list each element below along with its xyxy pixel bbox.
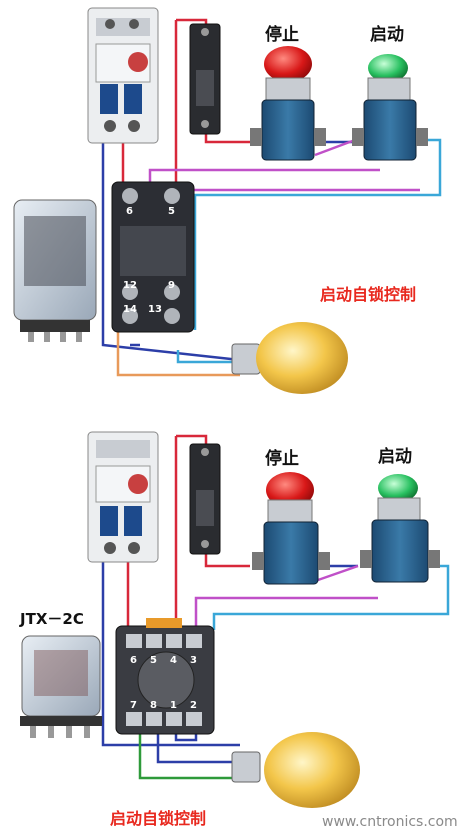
top-panel: 停止 启动 <box>13 7 442 394</box>
wire-green <box>138 725 240 780</box>
wire-red <box>204 552 250 568</box>
bottom-caption: 启动自锁控制 <box>110 809 206 828</box>
top-relay <box>13 199 97 342</box>
wire-magenta <box>314 138 356 157</box>
terminal-label: 9 <box>168 280 175 291</box>
terminal-label: 6 <box>126 206 133 217</box>
wire-cyan <box>193 138 442 330</box>
wire-blue <box>156 725 238 764</box>
bottom-socket-terminals-bottom: 7 8 1 2 <box>126 700 202 726</box>
wire-magenta <box>194 596 378 630</box>
wire-blue <box>101 560 240 747</box>
terminal-label: 7 <box>130 700 137 711</box>
wire-magenta <box>170 188 420 290</box>
terminal-label: 12 <box>123 280 137 291</box>
bottom-socket-terminals-top: 6 5 4 3 <box>126 634 202 666</box>
relay-model-label: JTX－2C <box>19 610 84 628</box>
top-fuse <box>189 23 221 135</box>
terminal-label: 3 <box>190 655 197 666</box>
bottom-stop-button: 停止 <box>252 448 330 585</box>
bottom-circuit-breaker <box>87 431 159 563</box>
terminal-label: 5 <box>150 655 157 666</box>
wire-cyan <box>212 564 450 630</box>
top-caption: 启动自锁控制 <box>320 285 416 304</box>
watermark: www.cntronics.com <box>322 814 458 830</box>
top-light-bulb <box>231 322 348 394</box>
bottom-relay: JTX－2C <box>19 610 102 738</box>
start-label: 启动 <box>378 446 412 467</box>
terminal-label: 14 <box>123 304 137 315</box>
terminal-label: 8 <box>150 700 157 711</box>
terminal-label: 6 <box>130 655 137 666</box>
wire-magenta <box>317 564 359 582</box>
wire-blue <box>101 140 241 362</box>
terminal-label: 5 <box>168 206 175 217</box>
bottom-fuse <box>189 443 221 555</box>
bottom-light-bulb <box>231 732 360 808</box>
terminal-label: 13 <box>148 304 162 315</box>
bottom-start-button: 启动 <box>360 446 440 583</box>
terminal-label: 4 <box>170 655 177 666</box>
stop-label: 停止 <box>265 448 299 469</box>
top-circuit-breaker <box>87 7 159 144</box>
wire-orange <box>116 320 240 377</box>
stop-label: 停止 <box>265 24 299 45</box>
bottom-panel: 停止 启动 JTX－2C <box>19 431 458 830</box>
bottom-relay-socket: 6 5 4 3 7 8 1 2 <box>115 618 215 735</box>
wire-cyan <box>176 350 235 364</box>
terminal-label: 2 <box>190 700 197 711</box>
top-start-button: 启动 <box>352 24 428 161</box>
top-relay-socket: 6 5 12 9 14 13 <box>111 181 195 333</box>
start-label: 启动 <box>370 24 404 45</box>
top-stop-button: 停止 <box>250 24 326 161</box>
top-socket-terminals: 6 5 12 9 14 13 <box>122 188 180 324</box>
terminal-label: 1 <box>170 700 177 711</box>
